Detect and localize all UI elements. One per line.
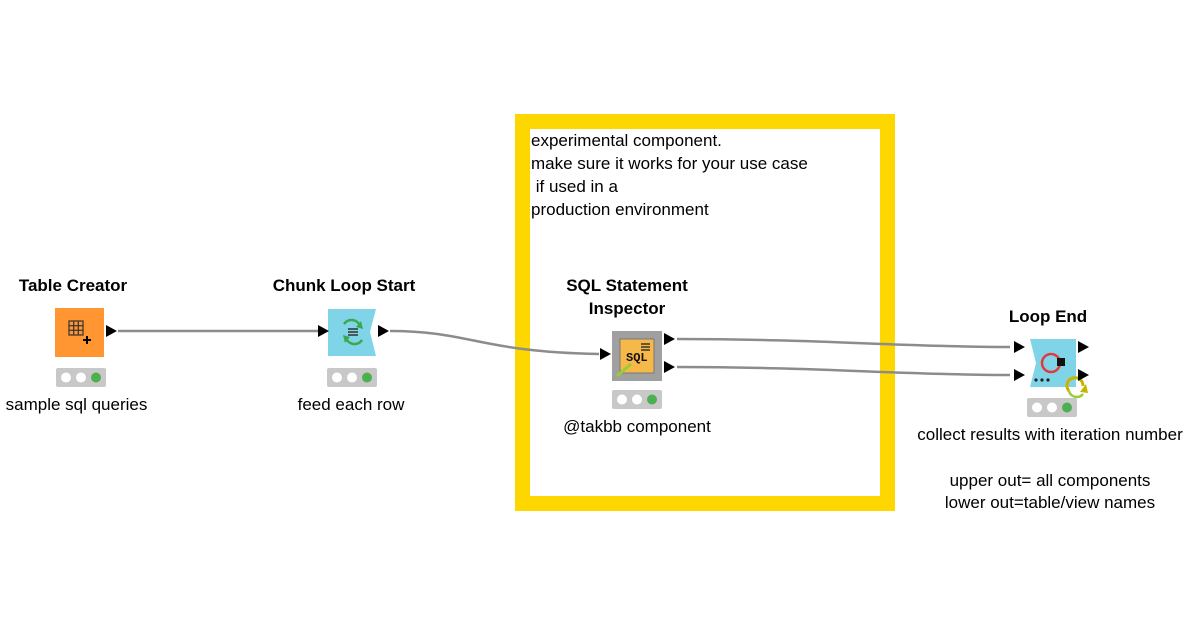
- output-port[interactable]: [378, 325, 389, 337]
- input-port[interactable]: [318, 325, 329, 337]
- node-title-chunk-loop-start: Chunk Loop Start: [272, 276, 416, 295]
- loop-end-icon: [1034, 352, 1088, 399]
- output-port[interactable]: [106, 325, 117, 337]
- note-lower-out: lower out=table/view names: [944, 493, 1156, 512]
- loop-start-icon: [342, 318, 364, 346]
- node-body[interactable]: [1030, 339, 1076, 387]
- node-body[interactable]: [55, 308, 104, 357]
- output-port-lower[interactable]: [664, 361, 675, 373]
- output-port-upper[interactable]: [1078, 341, 1089, 353]
- annotation-line: make sure it works for your use case: [531, 154, 808, 173]
- node-table-creator[interactable]: [55, 308, 117, 387]
- connections: [118, 329, 1011, 377]
- node-sql-inspector[interactable]: SQL: [600, 331, 675, 409]
- node-desc-loop-end: collect results with iteration number: [917, 425, 1183, 444]
- node-desc-chunk-loop-start: feed each row: [297, 395, 405, 414]
- node-loop-end[interactable]: [1014, 339, 1089, 417]
- svg-text:SQL: SQL: [626, 351, 648, 365]
- connection-sql-lower-to-loopend[interactable]: [676, 365, 1011, 377]
- input-port-upper[interactable]: [1014, 341, 1025, 353]
- status-traffic-light: [56, 368, 106, 387]
- status-traffic-light: [327, 368, 377, 387]
- connection-loopstart-to-sql[interactable]: [389, 329, 600, 356]
- input-port-lower[interactable]: [1014, 369, 1025, 381]
- output-port-upper[interactable]: [664, 333, 675, 345]
- node-title-sql-inspector-line2: Inspector: [588, 299, 666, 318]
- node-title-sql-inspector-line1: SQL Statement: [566, 276, 688, 295]
- status-traffic-light: [612, 390, 662, 409]
- annotation-box[interactable]: [515, 114, 895, 511]
- annotation-text: experimental component. make sure it wor…: [531, 129, 808, 221]
- annotation-line: experimental component.: [531, 131, 722, 150]
- input-port[interactable]: [600, 348, 611, 360]
- node-desc-table-creator: sample sql queries: [5, 395, 148, 414]
- node-desc-sql-inspector: @takbb component: [563, 417, 711, 436]
- annotation-line: production environment: [531, 200, 709, 219]
- status-traffic-light: [1027, 398, 1077, 417]
- annotation-line: if used in a: [531, 177, 618, 196]
- node-title-table-creator: Table Creator: [18, 276, 128, 295]
- node-chunk-loop-start[interactable]: [318, 309, 389, 387]
- note-upper-out: upper out= all components: [949, 471, 1151, 490]
- table-plus-icon: [68, 320, 91, 344]
- connection-sql-upper-to-loopend[interactable]: [676, 337, 1011, 349]
- sql-component-icon: SQL: [616, 338, 655, 378]
- node-title-loop-end: Loop End: [1008, 307, 1088, 326]
- output-port-lower[interactable]: [1078, 369, 1089, 381]
